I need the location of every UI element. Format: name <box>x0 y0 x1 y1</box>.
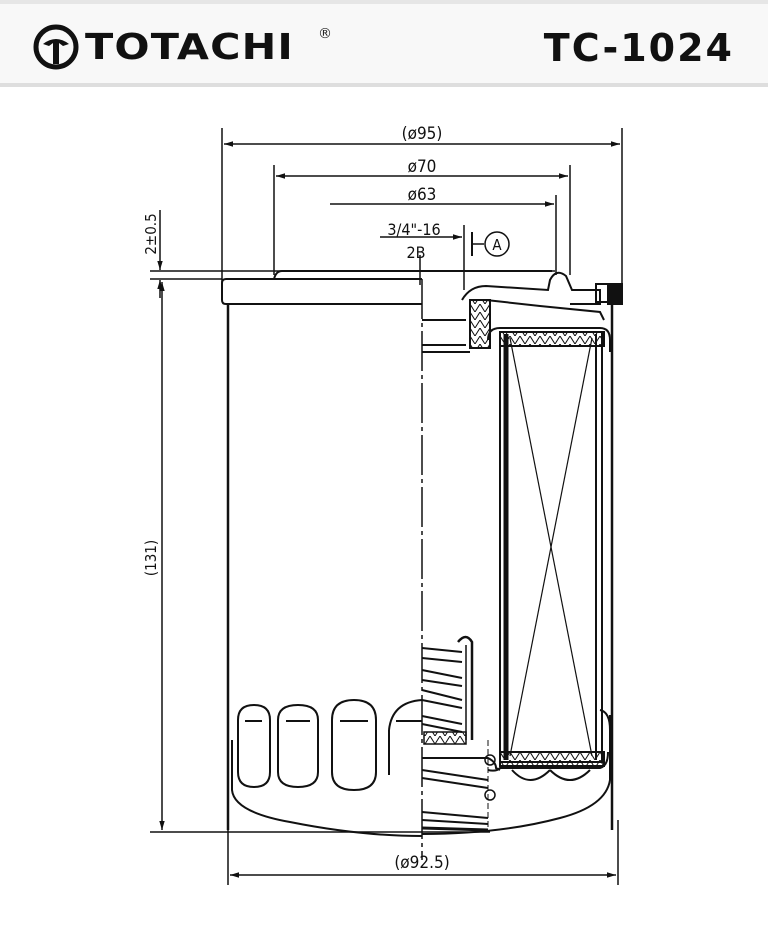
technical-drawing: (ø95) ø70 ø63 3/4"-16 2B A (ø92.5) 2±0.5… <box>0 91 768 922</box>
dim-outer-diameter: (ø95) <box>402 124 443 144</box>
dim-total-height: (131) <box>142 540 160 576</box>
part-number: TC-1024 <box>543 26 734 70</box>
dim-thread-spec: 3/4"-16 <box>387 220 440 239</box>
dim-gasket-inner: ø63 <box>408 185 437 205</box>
registered-mark: ® <box>318 26 332 42</box>
dim-gasket-height: 2±0.5 <box>142 213 160 254</box>
brand-name: TOTACHI <box>85 26 294 68</box>
totachi-emblem-icon <box>33 24 79 70</box>
dim-body-diameter: (ø92.5) <box>394 853 449 873</box>
header-bar: TOTACHI ® TC-1024 <box>0 4 768 87</box>
section-marker-a: A <box>492 236 502 254</box>
dim-thread-class: 2B <box>406 243 425 262</box>
dim-gasket-outer: ø70 <box>408 157 437 177</box>
top-strip <box>0 0 768 4</box>
brand-logo: TOTACHI <box>33 22 293 72</box>
